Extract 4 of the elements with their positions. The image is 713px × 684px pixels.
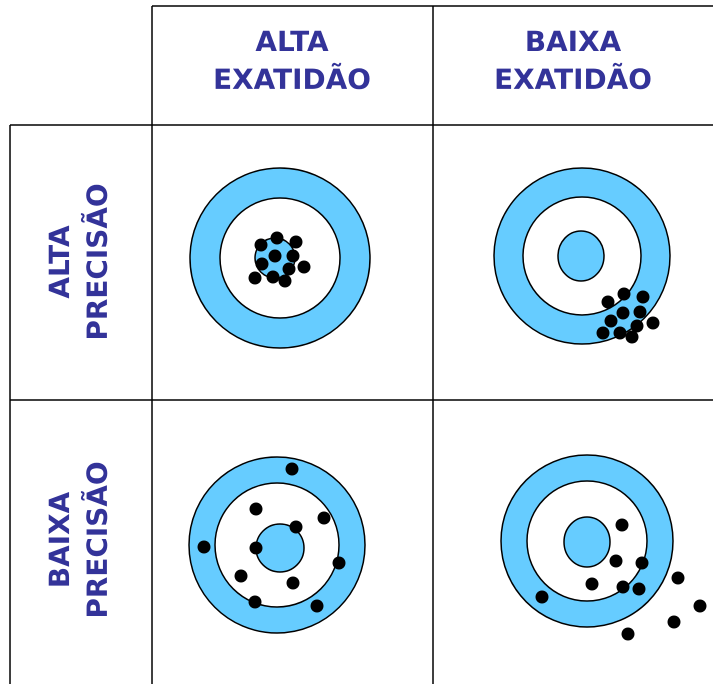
header-text: ALTA EXATIDÃO	[216, 30, 370, 90]
header-text: BAIXA EXATIDÃO	[496, 30, 651, 90]
header-text: BAIXA PRECISÃO	[48, 462, 108, 616]
header-text: ALTA PRECISÃO	[48, 184, 108, 338]
